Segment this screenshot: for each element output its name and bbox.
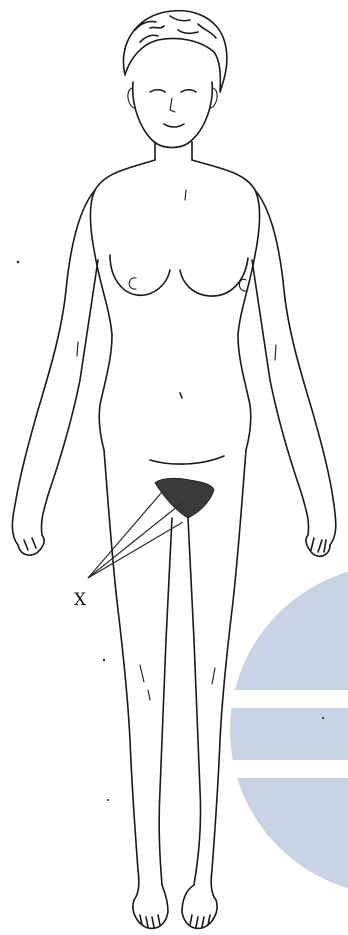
hand-left: [18, 535, 44, 555]
hair: [123, 11, 226, 92]
nose: [170, 98, 175, 112]
nipple-left: [129, 278, 136, 289]
arm-right-inner: [252, 260, 309, 535]
chest-right: [180, 258, 248, 296]
hand-right: [306, 535, 330, 556]
watermark-logo: [220, 565, 348, 895]
knee-left-mark: [140, 665, 150, 700]
leader-line-upper: [88, 492, 162, 578]
marker-label-x: X: [74, 592, 86, 609]
speck: [322, 717, 324, 719]
arm-left-inner: [41, 260, 98, 535]
leg-left-inner: [159, 518, 172, 885]
elbow-left-mark: [77, 342, 78, 356]
elbow-right-mark: [275, 345, 276, 360]
arm-right-outer: [255, 190, 336, 545]
torso-left: [90, 160, 155, 450]
leg-right-inner: [188, 518, 201, 885]
leader-line-mid: [88, 502, 183, 578]
speck: [107, 799, 109, 801]
speck: [103, 659, 105, 661]
speck: [17, 261, 19, 263]
head: [133, 82, 213, 148]
chest-left: [110, 255, 170, 295]
leg-left-outer: [104, 450, 139, 900]
pelvic-line: [150, 456, 224, 464]
sternum-mark: [185, 190, 186, 200]
knee-right-mark: [212, 668, 215, 684]
torso-right: [192, 160, 260, 450]
navel: [180, 393, 182, 398]
eye-left: [150, 90, 165, 92]
eye-right: [181, 90, 196, 92]
nipple-right: [239, 279, 247, 291]
pubic-region: [155, 478, 214, 518]
mouth: [164, 124, 184, 127]
